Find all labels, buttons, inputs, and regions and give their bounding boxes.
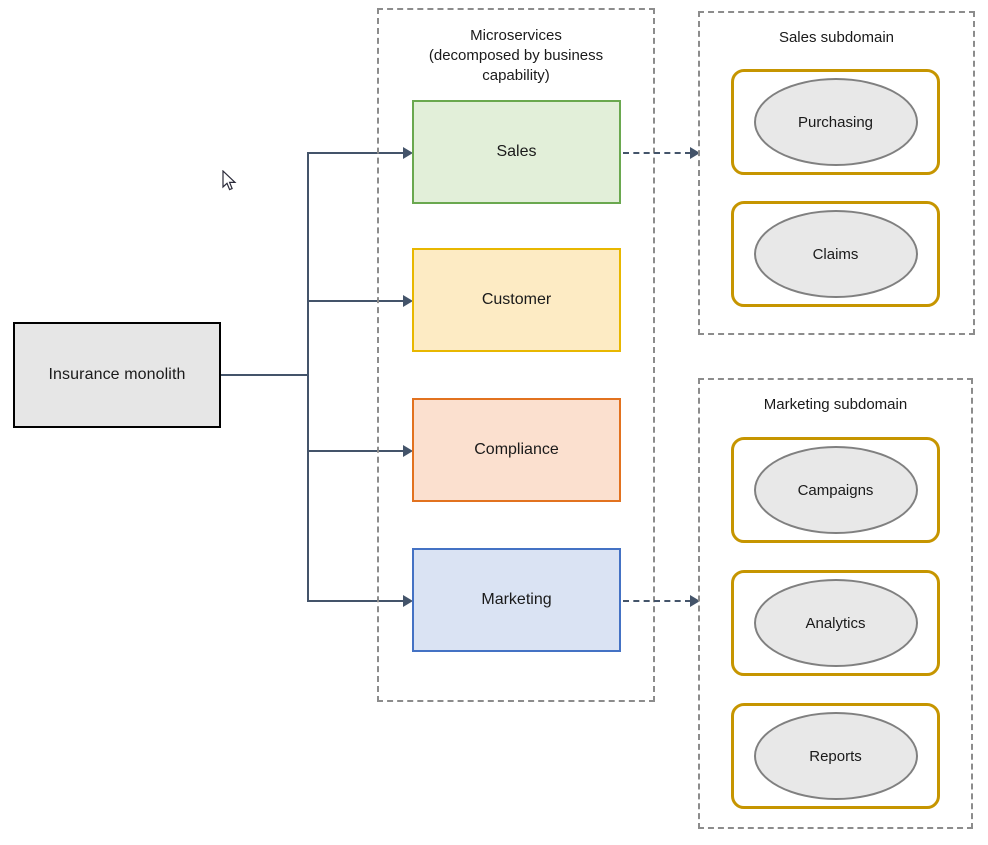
connector-branch-compliance [307,450,405,452]
marketing-subdomain-title: Marketing subdomain [763,396,908,413]
service-box-sales[interactable]: Sales [412,100,621,204]
connector-branch-customer [307,300,405,302]
microservices-group: Microservices (decomposed by business ca… [377,8,655,702]
capability-card-analytics[interactable]: Analytics [731,570,940,676]
capability-ellipse-analytics: Analytics [753,579,918,667]
capability-label-purchasing: Purchasing [797,113,874,131]
capability-ellipse-claims: Claims [753,210,918,298]
insurance-monolith-box[interactable]: Insurance monolith [13,322,221,428]
sales-subdomain-title: Sales subdomain [778,29,895,46]
connector-trunk [307,152,309,602]
connector-stem [221,374,309,376]
capability-ellipse-campaigns: Campaigns [753,446,918,534]
arrowhead-icon-marketing-subdomain [690,595,700,607]
capability-label-claims: Claims [812,245,859,263]
arrowhead-icon-marketing [403,595,413,607]
insurance-monolith-label: Insurance monolith [48,366,186,383]
arrowhead-icon-sales [403,147,413,159]
service-label-sales: Sales [496,143,537,160]
capability-card-campaigns[interactable]: Campaigns [731,437,940,543]
arrowhead-icon-compliance [403,445,413,457]
mouse-pointer-arrow-icon [222,170,237,191]
capability-ellipse-purchasing: Purchasing [753,78,918,166]
service-label-customer: Customer [481,291,552,308]
sales-subdomain-group: Sales subdomain [698,11,975,335]
capability-card-reports[interactable]: Reports [731,703,940,809]
dashed-connector-sales-subdomain [623,152,691,154]
arrowhead-icon-sales-subdomain [690,147,700,159]
connector-branch-marketing [307,600,405,602]
connector-branch-sales [307,152,405,154]
capability-ellipse-reports: Reports [753,712,918,800]
capability-label-reports: Reports [809,747,862,765]
microservices-group-title: Microservices (decomposed by business ca… [428,27,604,84]
service-label-marketing: Marketing [481,591,552,608]
service-box-customer[interactable]: Customer [412,248,621,352]
capability-card-purchasing[interactable]: Purchasing [731,69,940,175]
service-box-marketing[interactable]: Marketing [412,548,621,652]
capability-label-campaigns: Campaigns [797,481,874,499]
capability-label-analytics: Analytics [805,614,866,632]
service-label-compliance: Compliance [474,441,559,458]
marketing-subdomain-group: Marketing subdomain [698,378,973,829]
capability-card-claims[interactable]: Claims [731,201,940,307]
dashed-connector-marketing-subdomain [623,600,691,602]
arrowhead-icon-customer [403,295,413,307]
service-box-compliance[interactable]: Compliance [412,398,621,502]
